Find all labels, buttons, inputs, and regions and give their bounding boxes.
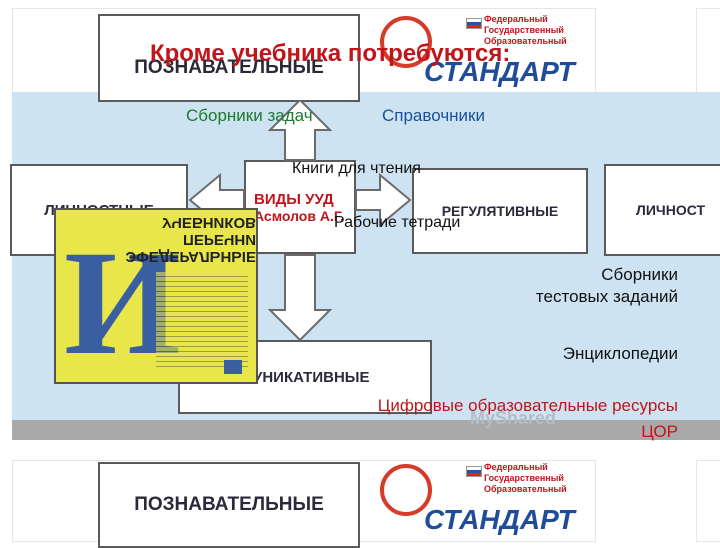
book-title-line-1: ЭФЕДЕРАЛЬНЫЕ — [125, 248, 256, 265]
cognitive-box-label: ПОЗНАВАТЕЛЬНЫЕ — [134, 57, 324, 78]
second-brand-line-3: Образовательный — [484, 484, 567, 494]
brand-word: СТАНДАРТ — [424, 56, 575, 87]
far-right-box-label: ЛИЧНОСТ — [636, 202, 706, 218]
book-title-line-3: УЧЕБНИКОВ — [162, 214, 256, 231]
item-digital-resources: Цифровые образовательные ресурсы — [377, 396, 678, 415]
item-test-collections: Сборники тестовых заданий — [470, 264, 678, 308]
watermark-text: MyShared — [470, 408, 557, 428]
book-text-lines — [156, 272, 248, 368]
background-slide-right-edge — [696, 8, 720, 94]
brand-line-3: Образовательный — [484, 36, 567, 46]
arrow-up — [267, 100, 333, 161]
uud-center-box: ВИДЫ УУД Асмолов А.Г. — [244, 160, 356, 254]
brand-line-2: Государственный — [484, 25, 564, 35]
regulatory-box-label: РЕГУЛЯТИВНЫЕ — [441, 203, 559, 219]
item-test-collections-line-1: Сборники — [601, 265, 678, 284]
fgos-logo-ring-icon — [380, 16, 432, 68]
diagram-strip — [12, 420, 720, 440]
second-brand-word: СТАНДАРТ — [424, 504, 575, 535]
communicative-box-label: МУНИКАТИВНЫЕ — [240, 368, 370, 386]
second-cognitive-box-label: ПОЗНАВАТЕЛЬНЫЕ — [134, 494, 324, 515]
second-slide-right-edge — [696, 460, 720, 542]
arrows-diagram — [188, 100, 412, 342]
item-workbooks: Рабочие тетради — [334, 214, 461, 231]
book-title-line-2: ПЕРЕЧНИ — [183, 231, 256, 248]
cognitive-box: ПОЗНАВАТЕЛЬНЫЕ — [98, 14, 360, 102]
far-right-box: ЛИЧНОСТ — [604, 164, 720, 256]
item-problem-books: Сборники задач — [186, 106, 313, 125]
regulatory-box: РЕГУЛЯТИВНЫЕ — [412, 168, 588, 254]
slide-title: Кроме учебника потребуются: — [150, 40, 511, 67]
second-cognitive-box: ПОЗНАВАТЕЛЬНЫЕ — [98, 462, 360, 548]
book-title: ЭФЕДЕРАЛЬНЫЕ ПЕРЕЧНИ УЧЕБНИКОВ — [94, 214, 256, 265]
uud-title: ВИДЫ УУД — [254, 190, 334, 208]
fgos-logo: Федеральный Государственный Образователь… — [376, 14, 586, 87]
item-encyclopedias: Энциклопедии — [562, 344, 678, 363]
second-flag-icon — [466, 466, 482, 477]
flag-icon — [466, 18, 482, 29]
second-brand-line-2: Государственный — [484, 473, 564, 483]
second-fgos-logo-ring-icon — [380, 464, 432, 516]
textbook-cover-image: И ЭФЕДЕРАЛЬНЫЕ ПЕРЕЧНИ УЧЕБНИКОВ — [54, 208, 258, 384]
item-reading-books: Книги для чтения — [292, 160, 421, 177]
arrow-right — [355, 172, 412, 228]
item-digital-resources-abbr: ЦОР — [641, 422, 678, 441]
second-brand-line-1: Федеральный — [484, 462, 548, 472]
uud-author: Асмолов А.Г. — [254, 207, 344, 224]
item-test-collections-line-2: тестовых заданий — [535, 287, 678, 306]
publisher-logo-icon — [224, 360, 242, 374]
brand-line-1: Федеральный — [484, 14, 548, 24]
second-fgos-logo: Федеральный Государственный Образователь… — [376, 462, 586, 535]
item-reference-books: Справочники — [382, 106, 485, 125]
arrow-down — [267, 254, 333, 342]
